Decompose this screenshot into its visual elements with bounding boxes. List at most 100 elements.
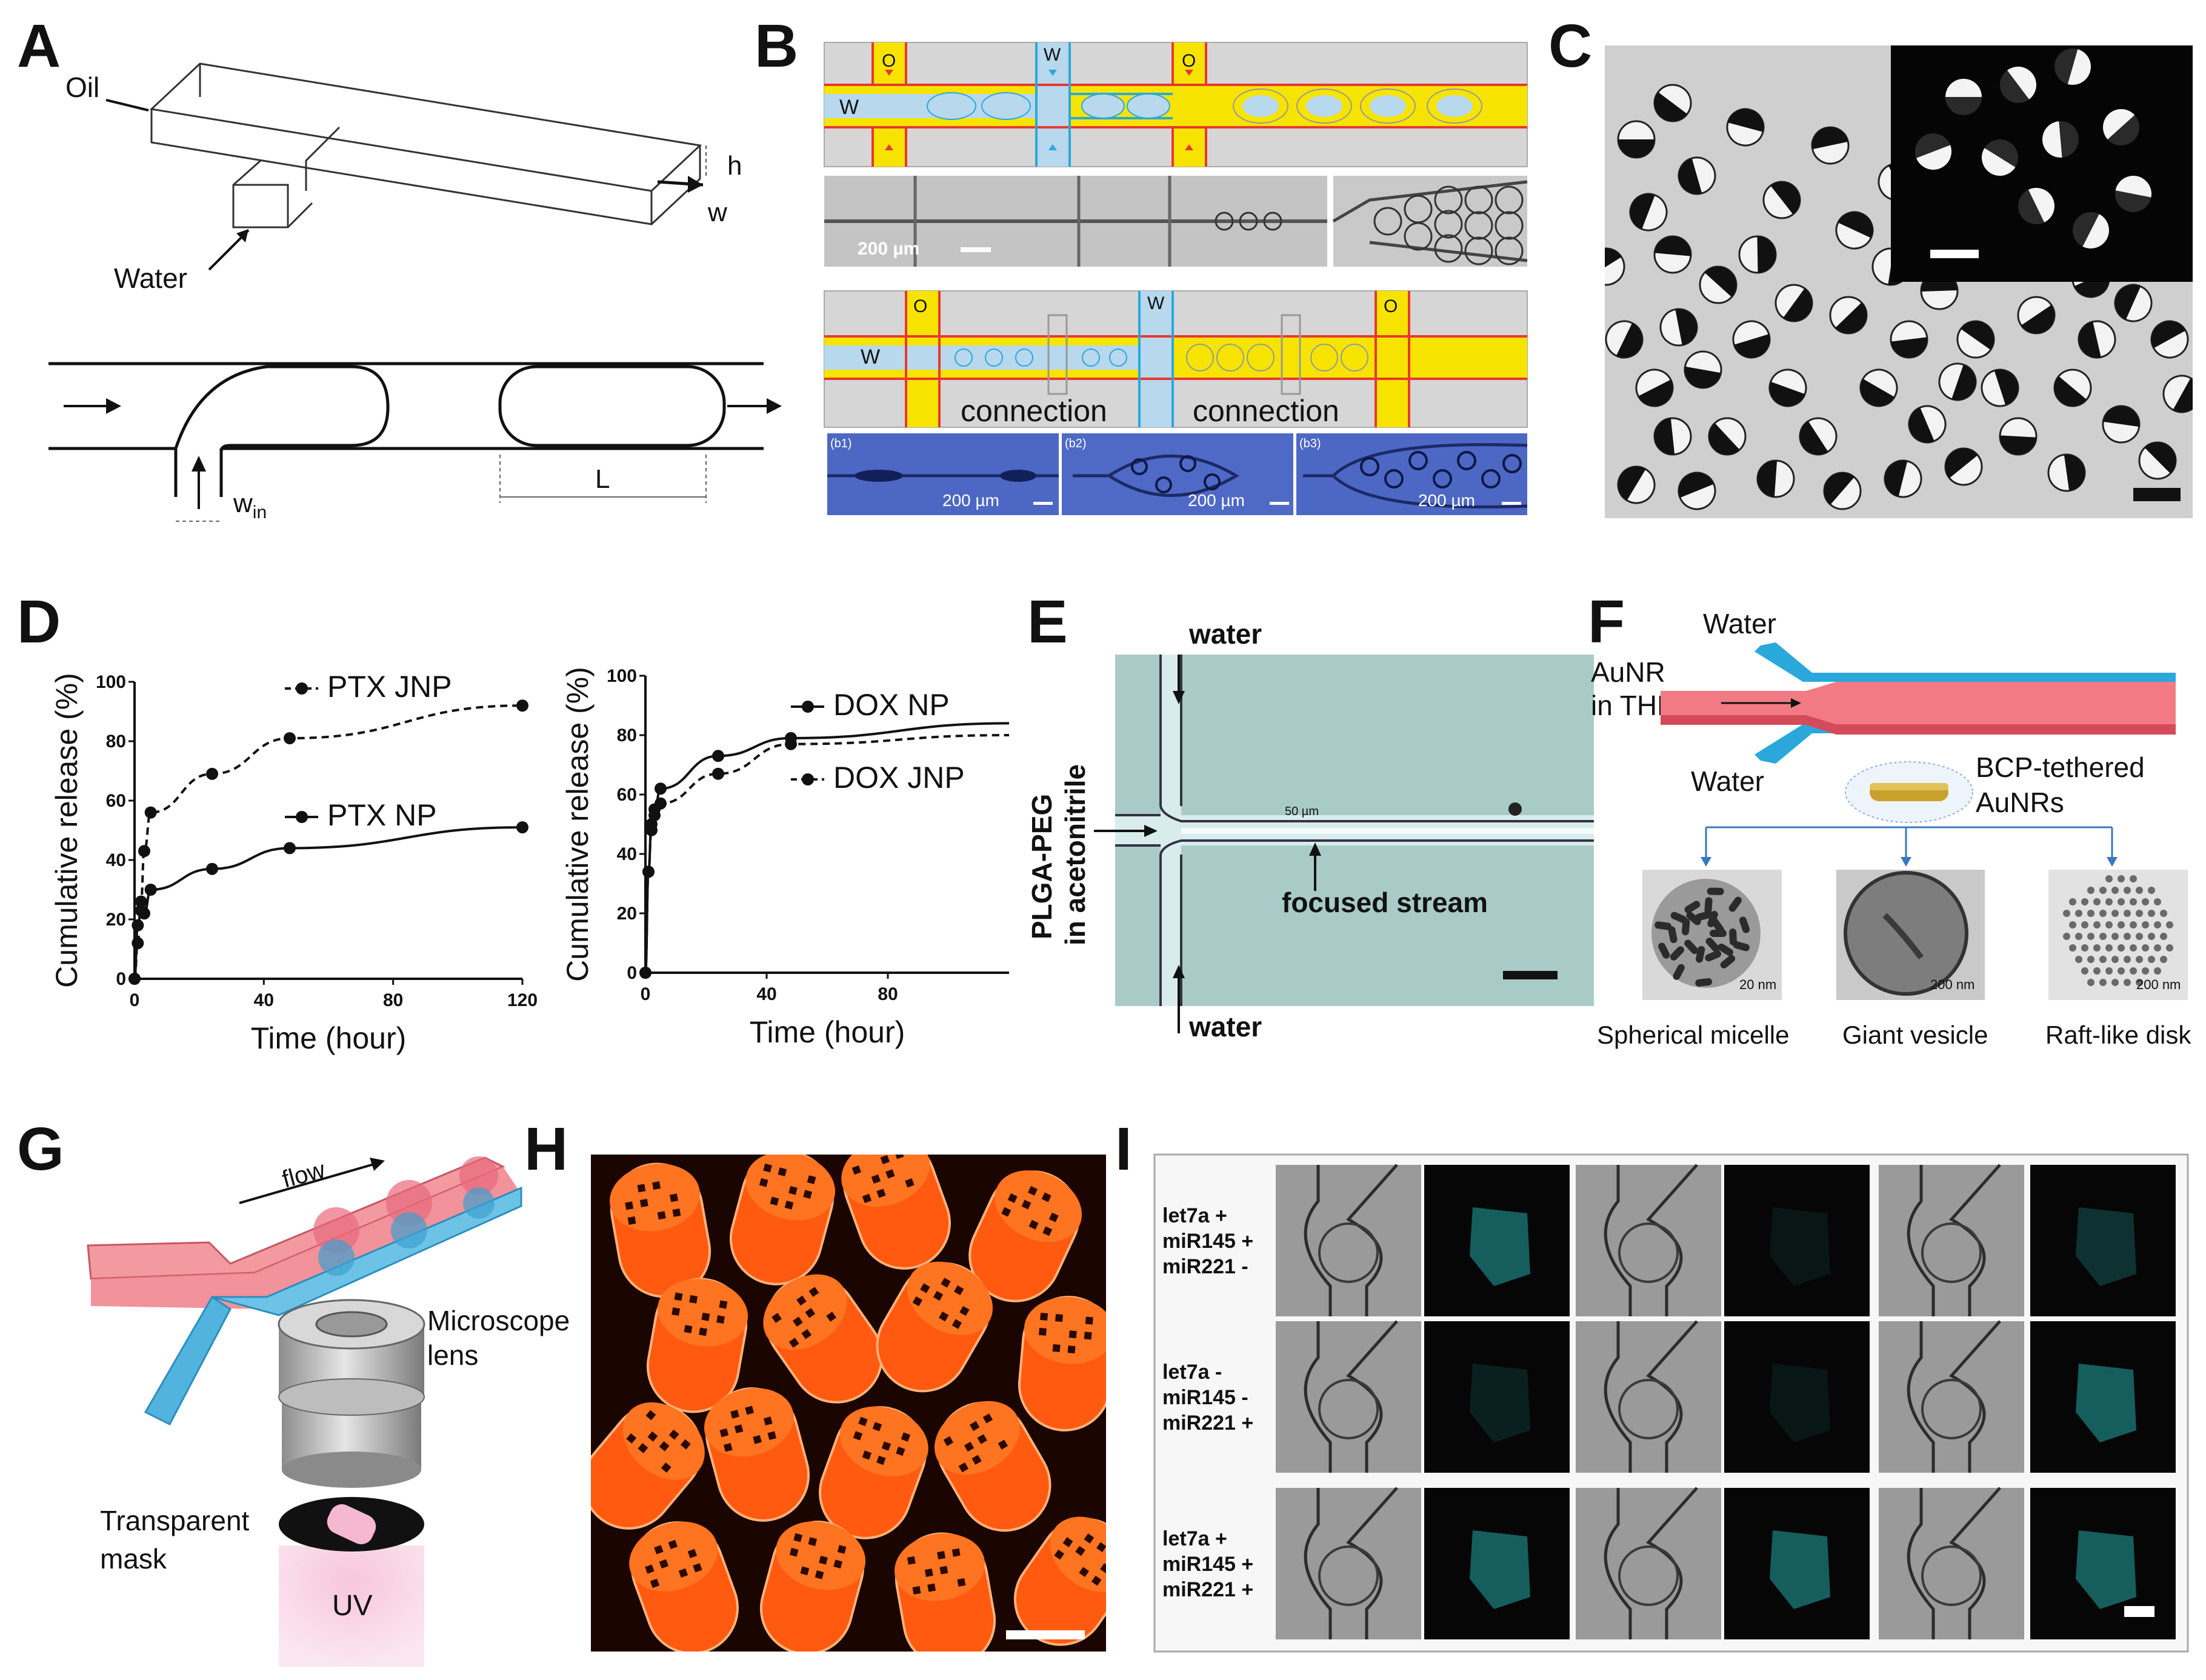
b-bottom-o-2: O xyxy=(1384,296,1398,316)
y-tick-label: 40 xyxy=(617,844,637,864)
janus-particle xyxy=(1799,417,1838,456)
data-point xyxy=(284,732,296,745)
janus-particle xyxy=(1811,126,1850,165)
h-label: h xyxy=(727,151,742,181)
janus-particles xyxy=(1605,84,2193,510)
fluorescence-image xyxy=(1424,1321,1570,1473)
data-point xyxy=(639,967,651,979)
capsule-particle xyxy=(591,1402,705,1530)
disk-dot xyxy=(2081,944,2088,952)
data-point xyxy=(516,699,528,712)
janus-inset-particle xyxy=(1982,139,2018,176)
panel-f: F Water AuNR in THF Water BCP-tethered A… xyxy=(1588,588,2191,1049)
trapped-cell xyxy=(1318,1545,1379,1606)
b3-scale: 200 µm xyxy=(1418,491,1475,510)
water-arrowhead xyxy=(236,229,248,242)
janus-particle xyxy=(1859,368,1898,407)
inflow-arrowhead xyxy=(106,398,121,414)
janus-particle xyxy=(1768,368,1807,407)
disk-dot xyxy=(2069,921,2076,928)
brightfield-image xyxy=(1879,1488,2024,1639)
disk-dot xyxy=(2130,875,2137,882)
i-row-label: miR221 - xyxy=(1162,1255,1248,1278)
b2-scalebar xyxy=(1270,502,1289,505)
micelle-rod xyxy=(1681,918,1690,936)
janus-inset-particle xyxy=(2042,121,2079,158)
disk-dot xyxy=(2105,921,2113,928)
disk-dot xyxy=(2160,956,2167,963)
disk-dot xyxy=(2099,956,2107,963)
disk-dot xyxy=(2075,933,2082,940)
micelle-rod xyxy=(1684,901,1701,913)
disk-dot xyxy=(2093,967,2101,975)
janus-particle xyxy=(1756,459,1795,498)
capsule-particle xyxy=(763,1274,884,1404)
trapped-cell xyxy=(1618,1379,1679,1439)
data-point xyxy=(642,865,655,878)
micelle-rod xyxy=(1705,938,1720,953)
janus-particle xyxy=(1738,235,1777,274)
b-scale-top: 200 µm xyxy=(858,239,919,259)
disk-dot xyxy=(2069,944,2076,952)
micelle-rod xyxy=(1695,911,1713,921)
fluorescent-cell xyxy=(1470,1364,1530,1442)
disk-dot xyxy=(2130,898,2137,905)
disk-dot xyxy=(2154,898,2161,905)
micelle-rod xyxy=(1707,910,1718,927)
disk-dot xyxy=(2075,910,2082,917)
x-tick-label: 120 xyxy=(507,990,538,1010)
b1-scale: 200 µm xyxy=(942,491,999,510)
janus-particle xyxy=(1635,368,1674,407)
janus-particle xyxy=(1762,181,1801,219)
fluorescence-image xyxy=(2030,1165,2176,1316)
legend-label: PTX JNP xyxy=(327,670,452,704)
janus-inset-particle xyxy=(1915,133,1951,170)
x-tick-label: 40 xyxy=(254,990,274,1010)
panel-label-d: D xyxy=(17,588,61,656)
f-vesicle-label: Giant vesicle xyxy=(1842,1021,1988,1049)
disk-dot xyxy=(2118,967,2125,975)
janus-particle xyxy=(1605,247,1625,286)
janus-particle xyxy=(1708,417,1747,456)
f-micelle-label: Spherical micelle xyxy=(1597,1021,1789,1049)
legend-label: DOX JNP xyxy=(833,761,965,795)
x-tick-label: 80 xyxy=(878,984,898,1004)
janus-particle xyxy=(2162,375,2193,413)
micelle-rod xyxy=(1670,912,1687,924)
double-emulsion-channel-bottom: W O W O connection connection xyxy=(824,290,1528,428)
panel-b: B xyxy=(755,12,1528,515)
fluorescent-cell xyxy=(2076,1364,2136,1442)
b-arrow-2 xyxy=(885,144,893,150)
micelle-rod xyxy=(1729,928,1738,946)
capsule-particle xyxy=(729,1155,836,1285)
y-tick-label: 0 xyxy=(116,969,126,989)
w-label: w xyxy=(707,198,727,227)
janus-inset-particle xyxy=(2115,176,2151,212)
janus-particle xyxy=(1732,320,1771,359)
f-water-top-label: Water xyxy=(1703,608,1776,639)
data-point xyxy=(132,919,144,932)
disk-dot xyxy=(2148,887,2155,894)
oil-arrow xyxy=(105,99,149,112)
f-aunr-line1: AuNR xyxy=(1591,656,1665,688)
panel-a: A Oil Water h w xyxy=(17,12,782,522)
f-branch-arrow-2 xyxy=(1901,857,1911,867)
i-row-label: miR221 + xyxy=(1162,1578,1253,1601)
janus-inset-particle xyxy=(1945,79,1982,115)
janus-particle xyxy=(1999,417,2038,456)
trap-wall xyxy=(1304,1321,1332,1473)
x-tick-label: 80 xyxy=(383,990,403,1010)
series-line xyxy=(133,704,523,980)
trapped-cell xyxy=(1921,1222,1982,1283)
disk-dot xyxy=(2136,956,2143,963)
data-point xyxy=(135,895,147,908)
data-point xyxy=(206,862,218,875)
janus-particle xyxy=(1605,320,1644,359)
micelle-rod xyxy=(1704,897,1713,915)
e-inlet-arrowhead xyxy=(1144,825,1158,837)
i-row-label: miR221 + xyxy=(1162,1412,1253,1435)
janus-particle xyxy=(1617,120,1656,159)
micelle-rod xyxy=(1658,942,1670,959)
brightfield-image xyxy=(1879,1165,2024,1316)
